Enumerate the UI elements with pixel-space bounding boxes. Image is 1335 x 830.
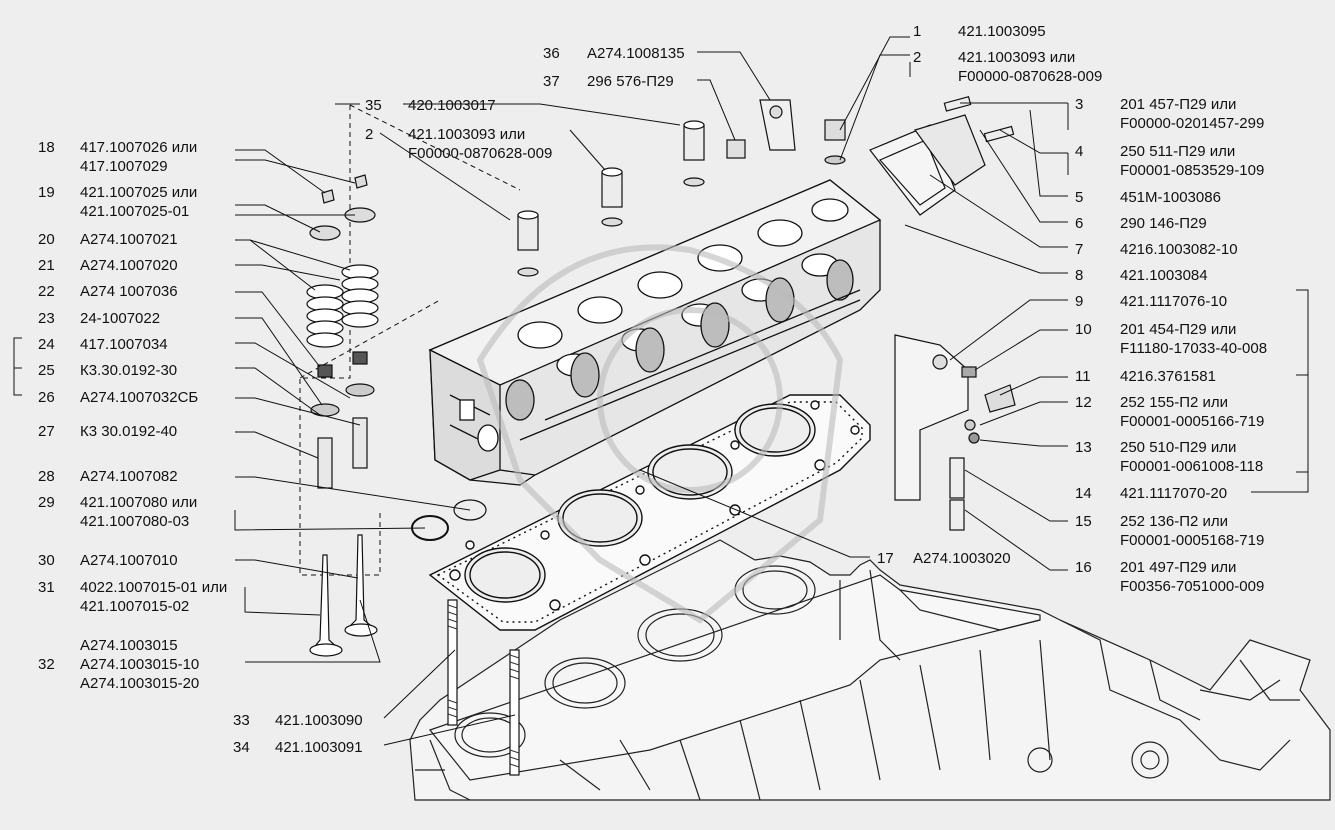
part-number: 4022.1007015-01 или 421.1007015-02: [80, 579, 228, 615]
part-number: К3 30.0192-40: [80, 423, 178, 440]
callout-number: 33: [233, 712, 250, 729]
part-number: 417.1007026 или 417.1007029: [80, 139, 198, 175]
part-number: 252 136-П2 или F00001-0005168-719: [1120, 513, 1265, 549]
part-number: 421.1003084: [1120, 267, 1208, 284]
part-number: 252 155-П2 или F00001-0005166-719: [1120, 394, 1265, 430]
part-number: 4216.3761581: [1120, 368, 1216, 385]
callout-number: 20: [38, 231, 55, 248]
part-number: 4216.1003082-10: [1120, 241, 1238, 258]
callout-number: 2: [913, 49, 922, 66]
callout-number: 21: [38, 257, 55, 274]
part-number: К3.30.0192-30: [80, 362, 178, 379]
part-number: 420.1003017: [408, 97, 496, 114]
part-number: 421.1003095: [958, 23, 1046, 40]
part-number: А274.1007082: [80, 468, 178, 485]
callout-number: 27: [38, 423, 55, 440]
callout-number: 16: [1075, 559, 1092, 576]
callout-number: 13: [1075, 439, 1092, 456]
part-number: А274.1003020: [913, 550, 1011, 567]
part-number: 201 497-П29 или F00356-7051000-009: [1120, 559, 1265, 595]
callout-number: 1: [913, 23, 922, 40]
callout-number: 23: [38, 310, 55, 327]
callout-number: 30: [38, 552, 55, 569]
callout-number: 17: [877, 550, 894, 567]
part-number: 421.1003093 или F00000-0870628-009: [408, 126, 553, 162]
callout-number: 7: [1075, 241, 1084, 258]
part-number: А274 1007036: [80, 283, 178, 300]
part-number: А274.1007020: [80, 257, 178, 274]
part-number: А274.1007032СБ: [80, 389, 199, 406]
top-sleeves: [517, 99, 846, 277]
callout-number: 34: [233, 739, 250, 756]
part-number: 421.1003090: [275, 712, 363, 729]
assembly-dashed-box: [299, 104, 521, 576]
rear-cover: [869, 96, 1015, 216]
part-number: 417.1007034: [80, 336, 168, 353]
part-number: 421.1117076-10: [1120, 293, 1228, 310]
engine-block: [409, 539, 1331, 801]
callout-number: 35: [365, 97, 382, 114]
callout-number: 18: [38, 139, 55, 156]
callout-number: 24: [38, 336, 55, 353]
part-number: 421.1007025 или 421.1007025-01: [80, 184, 198, 220]
part-number: 250 510-П29 или F00001-0061008-118: [1120, 439, 1264, 475]
callout-number: 11: [1075, 368, 1091, 385]
part-number: 201 454-П29 или F11180-17033-40-008: [1120, 321, 1268, 357]
part-number: А274.1003015 А274.1003015-10 А274.100301…: [80, 637, 200, 692]
part-number: А274.1007021: [80, 231, 178, 248]
valve-train: [306, 174, 487, 657]
callout-number: 15: [1075, 513, 1092, 530]
part-number: 421.1003093 или F00000-0870628-009: [958, 49, 1103, 85]
callout-number: 29: [38, 494, 55, 511]
callout-number: 9: [1075, 293, 1084, 310]
callout-number: 19: [38, 184, 55, 201]
part-number: 24-1007022: [80, 310, 161, 327]
callout-number: 36: [543, 45, 560, 62]
callout-number: 4: [1075, 143, 1084, 160]
part-number: 421.1117070-20: [1120, 485, 1228, 502]
callout-number: 28: [38, 468, 55, 485]
part-number: 296 576-П29: [587, 73, 674, 90]
callout-number: 32: [38, 656, 55, 673]
callout-number: 3: [1075, 96, 1084, 113]
callout-number: 26: [38, 389, 55, 406]
callout-number: 6: [1075, 215, 1084, 232]
callout-number: 12: [1075, 394, 1092, 411]
part-number: 290 146-П29: [1120, 215, 1207, 232]
callout-number: 2: [365, 126, 374, 143]
callout-number: 10: [1075, 321, 1092, 338]
head-bolts: [447, 599, 520, 776]
part-number: 421.1007080 или 421.1007080-03: [80, 494, 198, 530]
callout-number: 31: [38, 579, 55, 596]
part-number: 201 457-П29 или F00000-0201457-299: [1120, 96, 1265, 132]
callout-number: 37: [543, 73, 560, 90]
part-number: А274.1008135: [587, 45, 685, 62]
callout-number: 22: [38, 283, 55, 300]
part-number: А274.1007010: [80, 552, 178, 569]
part-number: 421.1003091: [275, 739, 363, 756]
callout-number: 14: [1075, 485, 1092, 502]
callout-number: 5: [1075, 189, 1084, 206]
leader-lines: [13, 36, 1309, 746]
part-number: 250 511-П29 или F00001-0853529-109: [1120, 143, 1265, 179]
watermark-emblem: [476, 244, 844, 624]
part-number: 451М-1003086: [1120, 189, 1221, 206]
callout-number: 8: [1075, 267, 1084, 284]
callout-number: 25: [38, 362, 55, 379]
